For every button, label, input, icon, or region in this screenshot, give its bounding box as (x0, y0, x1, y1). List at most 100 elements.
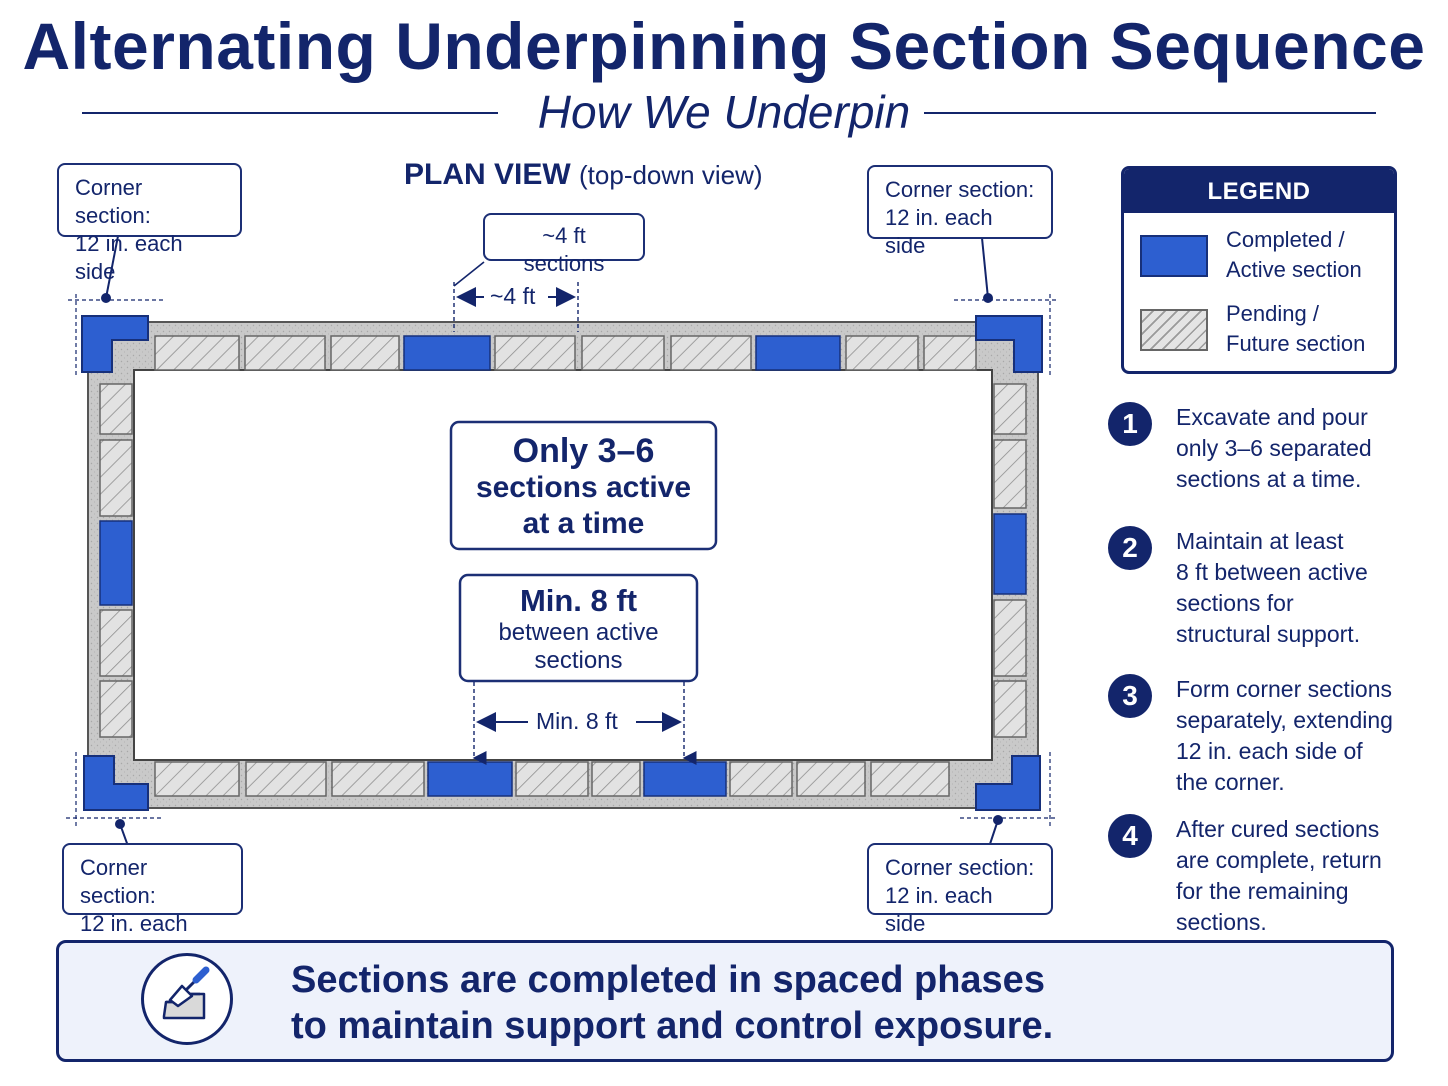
active-limit-line1: Only 3–6 (512, 432, 655, 470)
pending-swatch (1140, 309, 1208, 351)
plan-view-sublabel: (top-down view) (579, 160, 763, 190)
step-line: sections at a time. (1176, 466, 1362, 492)
plan-view-heading: PLAN VIEW (top-down view) (404, 158, 763, 192)
pending-section (591, 761, 641, 797)
step-number: 3 (1108, 674, 1152, 718)
step-text: Form corner sections separately, extendi… (1176, 674, 1446, 798)
active-swatch (1140, 235, 1208, 277)
pending-section (99, 439, 133, 517)
banner-line1: Sections are completed in spaced phases (291, 959, 1045, 1001)
corner-callout-top-right: Corner section: 12 in. each side (867, 165, 1053, 258)
corner-leaders (101, 235, 1003, 847)
min-spacing-box: Min. 8 ft between active sections (459, 575, 698, 690)
pending-section (99, 383, 133, 435)
step-number: 4 (1108, 814, 1152, 858)
pending-section (993, 439, 1027, 509)
pending-section (923, 335, 977, 371)
legend: LEGEND Completed / Active section Pendin… (1121, 166, 1397, 374)
legend-label-line1: Completed / (1226, 227, 1345, 252)
step-line: Excavate and pour (1176, 404, 1368, 430)
corner-callout-line1: Corner section: (885, 855, 1035, 880)
min-spacing-line1: Min. 8 ft (519, 583, 638, 618)
section-size-callout-text: ~4 ft sections (523, 223, 605, 276)
trowel-icon (141, 953, 233, 1045)
step-text: After cured sections are complete, retur… (1176, 814, 1436, 938)
top-wall-sections (154, 335, 977, 371)
step-text: Excavate and pour only 3–6 separated sec… (1176, 402, 1436, 495)
step-line: 12 in. each side of (1176, 738, 1363, 764)
corner-extent-guides (66, 294, 1058, 826)
step-line: for the remaining (1176, 878, 1349, 904)
pending-section (99, 609, 133, 677)
diagram-title: Alternating Underpinning Section Sequenc… (22, 9, 1426, 83)
pending-section (154, 761, 240, 797)
active-section (427, 761, 513, 797)
pending-section (331, 761, 425, 797)
corner-section-bottom-left (83, 755, 149, 811)
pending-section (515, 761, 589, 797)
active-section (993, 513, 1027, 595)
active-section (643, 761, 727, 797)
step-line: Maintain at least (1176, 528, 1344, 554)
corner-callout-line1: Corner section: (80, 855, 156, 908)
step-line: sections. (1176, 909, 1267, 935)
pending-section (245, 761, 327, 797)
section-width-label: ~4 ft (486, 283, 540, 310)
section-width-dimension (453, 261, 579, 332)
pending-section (670, 335, 752, 371)
corner-callout-line2: 12 in. each side (885, 205, 993, 258)
banner-line2: to maintain support and control exposure… (291, 1005, 1054, 1047)
pending-section (993, 680, 1027, 738)
banner-message: Sections are completed in spaced phases … (291, 957, 1053, 1049)
step-line: structural support. (1176, 621, 1361, 647)
step-line: sections for (1176, 590, 1294, 616)
pending-section (870, 761, 950, 797)
corner-callout-line2: 12 in. each side (75, 231, 183, 284)
subtitle-row: How We Underpin (0, 82, 1448, 142)
section-size-callout: ~4 ft sections (483, 213, 645, 276)
pending-section (729, 761, 793, 797)
step-line: separately, extending (1176, 707, 1393, 733)
legend-title: LEGEND (1124, 169, 1394, 213)
pending-section (99, 680, 133, 738)
pending-section (154, 335, 240, 371)
legend-item-active: Completed / Active section (1124, 225, 1394, 285)
pending-section (993, 383, 1027, 435)
active-limit-line2: sections active (475, 471, 692, 504)
active-section (403, 335, 491, 371)
legend-label-line2: Future section (1226, 331, 1366, 356)
plan-view-label: PLAN VIEW (404, 158, 571, 191)
step-line: After cured sections (1176, 816, 1380, 842)
center-box-1-frame (449, 420, 718, 551)
diagram-subtitle: How We Underpin (537, 86, 911, 138)
active-section (99, 520, 133, 606)
center-box-2-frame (458, 573, 699, 683)
step-number: 2 (1108, 526, 1152, 570)
bottom-wall-sections (154, 761, 950, 797)
legend-item-pending: Pending / Future section (1124, 299, 1394, 359)
step-number: 1 (1108, 402, 1152, 446)
legend-item-label: Pending / Future section (1226, 299, 1365, 359)
pending-section (494, 335, 576, 371)
step-line: Form corner sections (1176, 676, 1393, 702)
step-line: are complete, return (1176, 847, 1382, 873)
corner-section-bottom-right (975, 755, 1041, 811)
pending-section (845, 335, 919, 371)
right-wall-sections (993, 383, 1027, 738)
active-section (755, 335, 841, 371)
corner-callout-bottom-left: Corner section: 12 in. each side (62, 843, 243, 964)
active-limit-line3: at a time (522, 507, 645, 540)
corner-callout-line1: Corner section: (885, 177, 1035, 202)
corner-section-top-left (81, 315, 149, 373)
corner-callout-top-left: Corner section: 12 in. each side (57, 163, 242, 284)
subtitle-divider-right (924, 112, 1376, 114)
pending-section (244, 335, 326, 371)
step-line: only 3–6 separated (1176, 435, 1372, 461)
corner-callout-line1: Corner section: (75, 175, 151, 228)
legend-item-label: Completed / Active section (1226, 225, 1362, 285)
min-spacing-line2: between active (498, 619, 659, 646)
pending-section (581, 335, 665, 371)
step-text: Maintain at least 8 ft between active se… (1176, 526, 1436, 650)
step-line: 8 ft between active (1176, 559, 1368, 585)
